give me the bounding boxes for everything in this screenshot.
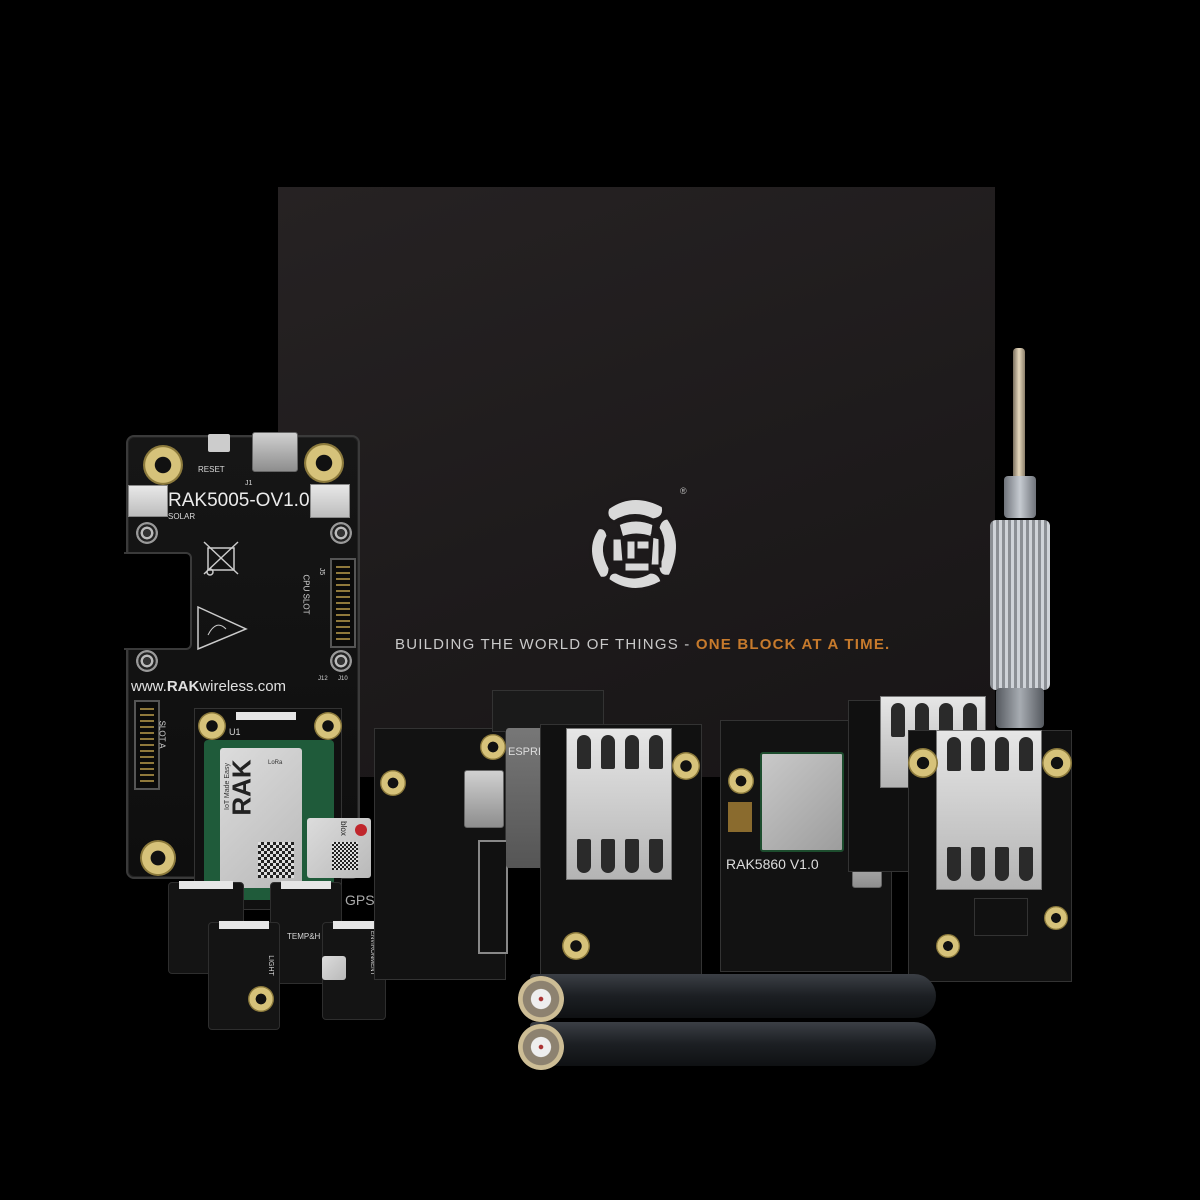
- weee-bin-icon: [203, 541, 239, 576]
- micro-usb-port: [464, 770, 504, 828]
- slot-a-connector: [134, 700, 160, 790]
- core-tagline: IoT Made Easy: [224, 763, 231, 810]
- mounting-pad: [672, 752, 700, 780]
- sma-connector-1: [518, 976, 564, 1022]
- mounting-pad: [140, 840, 176, 876]
- screw-hole: [330, 522, 352, 544]
- website-suffix: wireless.com: [199, 678, 287, 695]
- base-board-cutout: [124, 552, 192, 650]
- core-brand: RAK: [226, 759, 257, 816]
- mounting-pad: [1042, 748, 1072, 778]
- sensor-temp-label: TEMP&H: [287, 932, 321, 941]
- screwdriver-handle: [990, 520, 1050, 690]
- esd-warning-icon: [197, 605, 248, 651]
- terminal-block-front: [936, 730, 1042, 890]
- label-j1: J1: [245, 480, 253, 487]
- box-tagline: BUILDING THE WORLD OF THINGS - ONE BLOCK…: [395, 636, 890, 653]
- datamatrix: [332, 842, 358, 870]
- mounting-pad: [143, 445, 183, 485]
- tagline-accent: ONE BLOCK AT A TIME.: [695, 636, 891, 653]
- mounting-pad: [728, 768, 754, 794]
- mounting-pad: [198, 712, 226, 740]
- environment-sensor-chip: [322, 956, 346, 980]
- label-solar: SOLAR: [168, 512, 196, 521]
- mounting-pad: [908, 748, 938, 778]
- lora-label: LoRa: [268, 760, 283, 766]
- gateway-model: RAK5860 V1.0: [726, 856, 819, 872]
- reset-button: [208, 434, 230, 452]
- screwdriver-bit: [1013, 348, 1025, 478]
- screwdriver: [990, 348, 1050, 728]
- battery-connector: [310, 484, 350, 518]
- core-module-tab: [236, 712, 296, 720]
- mounting-pad: [1044, 906, 1068, 930]
- header-connector: [478, 840, 508, 954]
- terminal-block: [566, 728, 672, 880]
- website-label: www.RAKwireless.com: [131, 678, 286, 695]
- label-reset: RESET: [198, 465, 225, 474]
- website-prefix: www.: [131, 678, 167, 695]
- gps-label: GPS: [345, 892, 375, 908]
- usb-port: [252, 432, 298, 472]
- driver-ic: [974, 898, 1028, 936]
- mounting-pad: [936, 934, 960, 958]
- mounting-pad: [314, 712, 342, 740]
- lora-antenna-1: [530, 974, 936, 1018]
- registered-mark: ®: [680, 486, 687, 496]
- ublox-logo-icon: [355, 824, 367, 836]
- screwdriver-collar: [1004, 476, 1036, 518]
- website-brand: RAK: [166, 678, 200, 695]
- product-box: [278, 187, 995, 777]
- mounting-pad: [480, 734, 506, 760]
- gps-brand: blox: [338, 821, 348, 836]
- label-slot-a: SLOT A: [157, 720, 167, 749]
- screw-hole: [136, 522, 158, 544]
- rak-logo-icon: [589, 497, 680, 591]
- solar-connector: [128, 485, 168, 517]
- tagline-main: BUILDING THE WORLD OF THINGS -: [395, 636, 696, 653]
- label-cpu-slot: CPU SLOT: [301, 574, 311, 615]
- label-u1: U1: [229, 727, 241, 737]
- tantalum-capacitor: [728, 802, 752, 832]
- sensor-module-light: [208, 921, 280, 1030]
- lora-antenna-2: [530, 1022, 936, 1066]
- screwdriver-base: [996, 688, 1044, 728]
- mounting-pad: [380, 770, 406, 796]
- board-model: RAK5005-OV1.0: [168, 490, 310, 511]
- mounting-pad: [562, 932, 590, 960]
- label-j12: J12: [318, 676, 328, 682]
- sma-connector-2: [518, 1024, 564, 1070]
- mounting-pad: [304, 443, 344, 483]
- sensor-light-label: LIGHT: [266, 955, 274, 976]
- screw-hole: [330, 650, 352, 672]
- lte-module: [760, 752, 844, 852]
- label-j10: J10: [338, 676, 348, 682]
- screw-hole: [136, 650, 158, 672]
- qr-code: [258, 842, 294, 878]
- cpu-slot-connector: [330, 558, 356, 648]
- mounting-pad: [248, 986, 274, 1012]
- label-j5: J5: [318, 567, 326, 576]
